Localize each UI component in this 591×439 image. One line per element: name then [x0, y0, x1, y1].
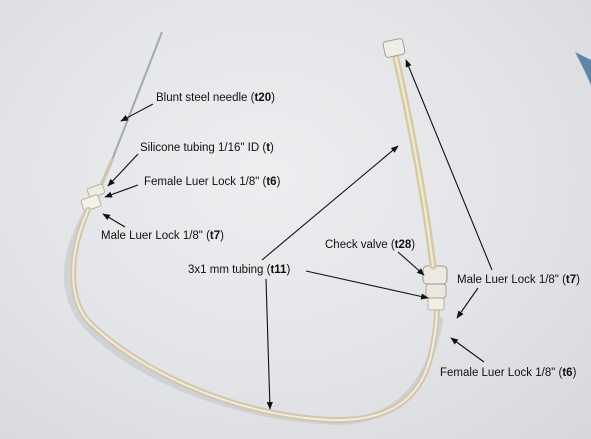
arrow-female1 — [104, 184, 139, 198]
right-tubing — [392, 54, 437, 270]
arrow-male2-up — [405, 59, 493, 271]
label-male-luer-lock-left: Male Luer Lock 1/8" (t7) — [101, 230, 224, 242]
arrow-male1 — [102, 213, 126, 228]
arrow-tubing-right — [305, 270, 429, 300]
label-3x1-mm-tubing: 3x1 mm tubing (t11) — [188, 264, 291, 276]
top-fitting — [382, 38, 406, 58]
silicone-tubing — [98, 158, 114, 190]
annotation-arrows — [102, 59, 493, 410]
arrow-tubing-up — [261, 145, 399, 261]
arrow-male2-down — [456, 287, 479, 319]
label-blunt-steel-needle: Blunt steel needle (t20) — [156, 92, 275, 104]
label-check-valve: Check valve (t28) — [325, 239, 416, 251]
label-female-luer-lock-left: Female Luer Lock 1/8" (t6) — [144, 176, 281, 188]
left-luer-fittings — [80, 183, 106, 212]
label-male-luer-lock-right: Male Luer Lock 1/8" (t7) — [457, 274, 580, 286]
arrow-silicone — [107, 153, 139, 187]
label-silicone-tubing: Silicone tubing 1/16" ID (t) — [140, 142, 274, 154]
edge-object — [575, 52, 591, 85]
right-fittings — [422, 265, 448, 311]
label-female-luer-lock-right: Female Luer Lock 1/8" (t6) — [440, 367, 577, 379]
arrow-needle — [120, 103, 154, 122]
arrow-check — [397, 251, 425, 276]
arrow-tubing-down — [265, 278, 273, 410]
arrow-female2 — [450, 337, 485, 363]
